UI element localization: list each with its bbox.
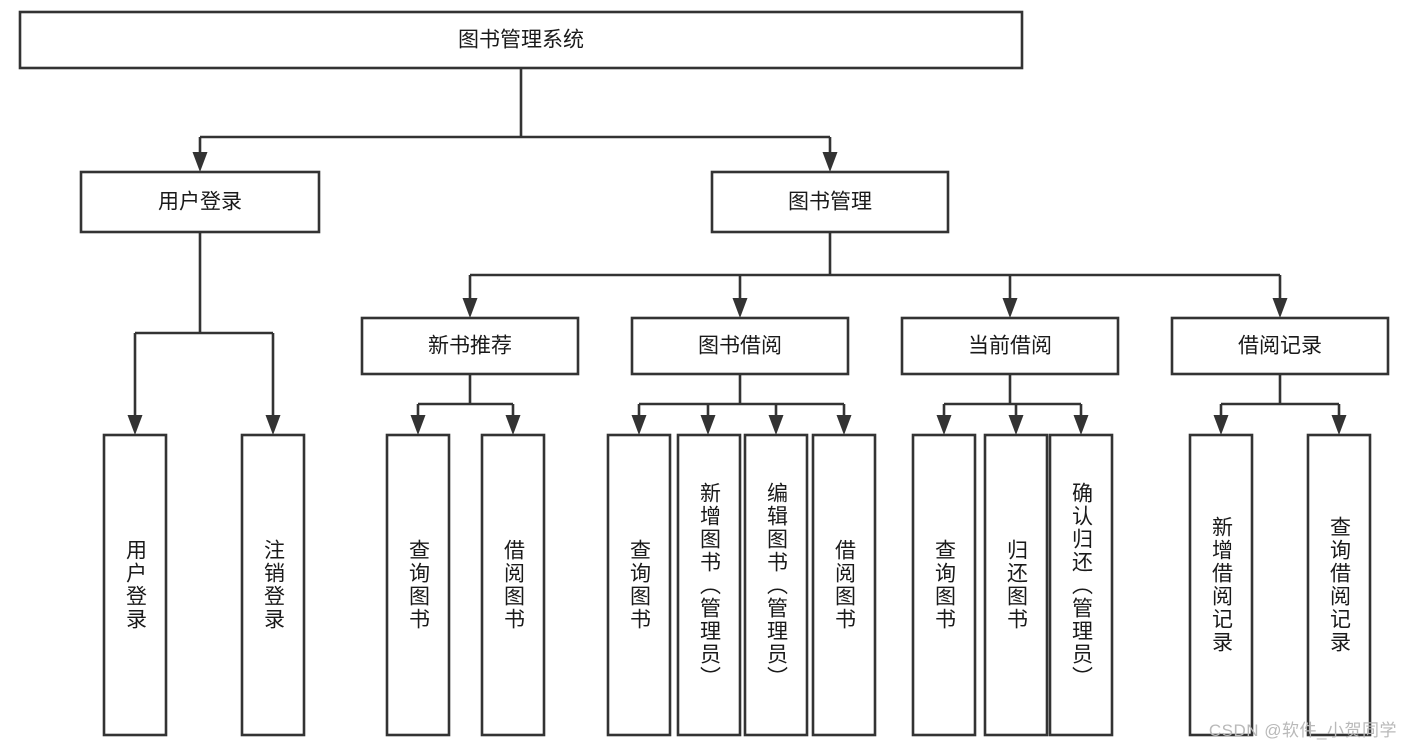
boxes-layer	[18, 10, 1390, 737]
arrow-currentborrow-to-leaves-1	[1008, 415, 1024, 435]
label-current-borrow: 当前借阅	[968, 335, 1052, 358]
arrow-bookborrow-to-leaves-0	[631, 415, 647, 435]
box-leaf-rec-query-record[interactable]	[1306, 433, 1372, 737]
label-book-manage: 图书管理	[788, 191, 872, 214]
label-user-login: 用户登录	[158, 191, 242, 214]
arrow-newbookrec-to-leaves-0	[410, 415, 426, 435]
label-borrow-record: 借阅记录	[1238, 335, 1322, 358]
box-leaf-borrow-edit-book[interactable]	[743, 433, 809, 737]
box-user-login[interactable]	[79, 170, 321, 234]
arrow-currentborrow-to-leaves-0	[936, 415, 952, 435]
arrow-borrowrecord-to-leaves-0	[1213, 415, 1229, 435]
box-leaf-rec-borrow-book[interactable]	[480, 433, 546, 737]
label-new-book-rec: 新书推荐	[428, 335, 512, 358]
box-new-book-rec[interactable]	[360, 316, 580, 376]
csdn-watermark: CSDN @软件_小贺同学	[1208, 721, 1397, 740]
box-leaf-cur-query-book[interactable]	[911, 433, 977, 737]
arrow-userlogin-to-leaves-1	[265, 415, 281, 435]
box-leaf-cur-return-book[interactable]	[983, 433, 1049, 737]
arrow-bookmanage-to-level3-0	[462, 298, 478, 318]
arrow-bookmanage-to-level3-2	[1002, 298, 1018, 318]
box-leaf-borrow-add-book[interactable]	[676, 433, 742, 737]
box-leaf-cur-confirm-return[interactable]	[1048, 433, 1114, 737]
box-root[interactable]	[18, 10, 1024, 70]
connectors-layer	[127, 68, 1347, 435]
arrow-newbookrec-to-leaves-1	[505, 415, 521, 435]
box-leaf-rec-query-book[interactable]	[385, 433, 451, 737]
label-root: 图书管理系统	[458, 29, 584, 52]
arrow-root-to-level2-1	[822, 152, 838, 172]
arrow-borrowrecord-to-leaves-1	[1331, 415, 1347, 435]
label-book-borrow: 图书借阅	[698, 335, 782, 358]
box-leaf-borrow-query-book[interactable]	[606, 433, 672, 737]
arrow-bookborrow-to-leaves-1	[700, 415, 716, 435]
arrow-root-to-level2-0	[192, 152, 208, 172]
box-book-borrow[interactable]	[630, 316, 850, 376]
box-book-manage[interactable]	[710, 170, 950, 234]
arrow-bookmanage-to-level3-3	[1272, 298, 1288, 318]
box-leaf-user-logout[interactable]	[240, 433, 306, 737]
box-current-borrow[interactable]	[900, 316, 1120, 376]
box-leaf-borrow-borrow-book[interactable]	[811, 433, 877, 737]
box-leaf-rec-add-record[interactable]	[1188, 433, 1254, 737]
arrow-userlogin-to-leaves-0	[127, 415, 143, 435]
box-leaf-user-login[interactable]	[102, 433, 168, 737]
arrow-currentborrow-to-leaves-2	[1073, 415, 1089, 435]
box-borrow-record[interactable]	[1170, 316, 1390, 376]
arrow-bookmanage-to-level3-1	[732, 298, 748, 318]
arrow-bookborrow-to-leaves-2	[768, 415, 784, 435]
arrow-bookborrow-to-leaves-3	[836, 415, 852, 435]
